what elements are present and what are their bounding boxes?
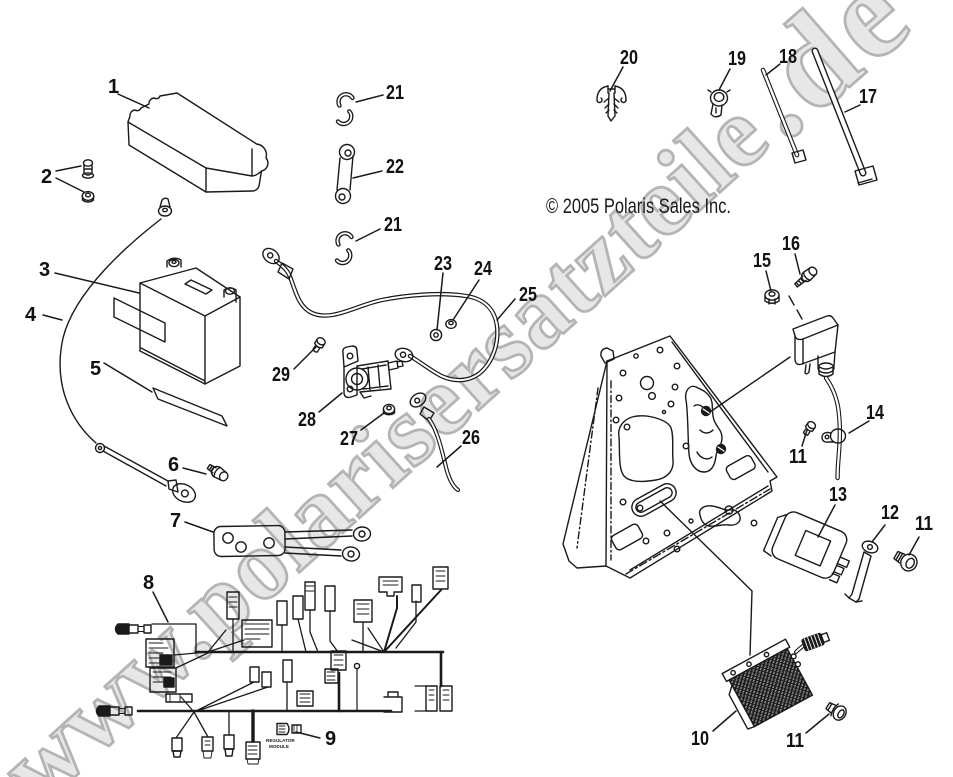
svg-text:16: 16	[782, 233, 800, 255]
svg-text:19: 19	[728, 48, 746, 70]
svg-text:1: 1	[108, 76, 119, 98]
svg-text:18: 18	[779, 46, 797, 68]
svg-text:12: 12	[881, 502, 899, 524]
svg-text:6: 6	[168, 454, 179, 476]
svg-text:© 2005 Polaris Sales Inc.: © 2005 Polaris Sales Inc.	[546, 195, 731, 218]
svg-text:2: 2	[41, 166, 52, 188]
svg-text:26: 26	[462, 427, 480, 449]
svg-text:10: 10	[691, 728, 709, 750]
svg-text:24: 24	[474, 258, 493, 280]
svg-text:8: 8	[143, 572, 154, 594]
svg-text:9: 9	[325, 728, 336, 750]
svg-text:15: 15	[753, 250, 771, 272]
svg-text:20: 20	[620, 47, 638, 69]
svg-text:25: 25	[519, 284, 537, 306]
svg-text:29: 29	[272, 364, 290, 386]
svg-text:7: 7	[170, 510, 181, 532]
svg-text:17: 17	[859, 86, 877, 108]
svg-text:11: 11	[915, 513, 933, 535]
svg-text:MODULE: MODULE	[269, 744, 289, 749]
svg-text:21: 21	[384, 214, 402, 236]
svg-text:REGULATOR: REGULATOR	[266, 738, 295, 743]
svg-text:5: 5	[90, 358, 101, 380]
svg-text:27: 27	[340, 428, 358, 450]
svg-text:11: 11	[789, 446, 807, 468]
svg-text:11: 11	[786, 730, 804, 752]
svg-text:22: 22	[386, 156, 404, 178]
svg-text:14: 14	[866, 402, 885, 424]
svg-text:23: 23	[434, 253, 452, 275]
svg-text:28: 28	[298, 409, 316, 431]
svg-text:21: 21	[386, 82, 404, 104]
svg-text:13: 13	[829, 484, 847, 506]
svg-text:3: 3	[39, 259, 50, 281]
svg-text:4: 4	[25, 304, 37, 326]
